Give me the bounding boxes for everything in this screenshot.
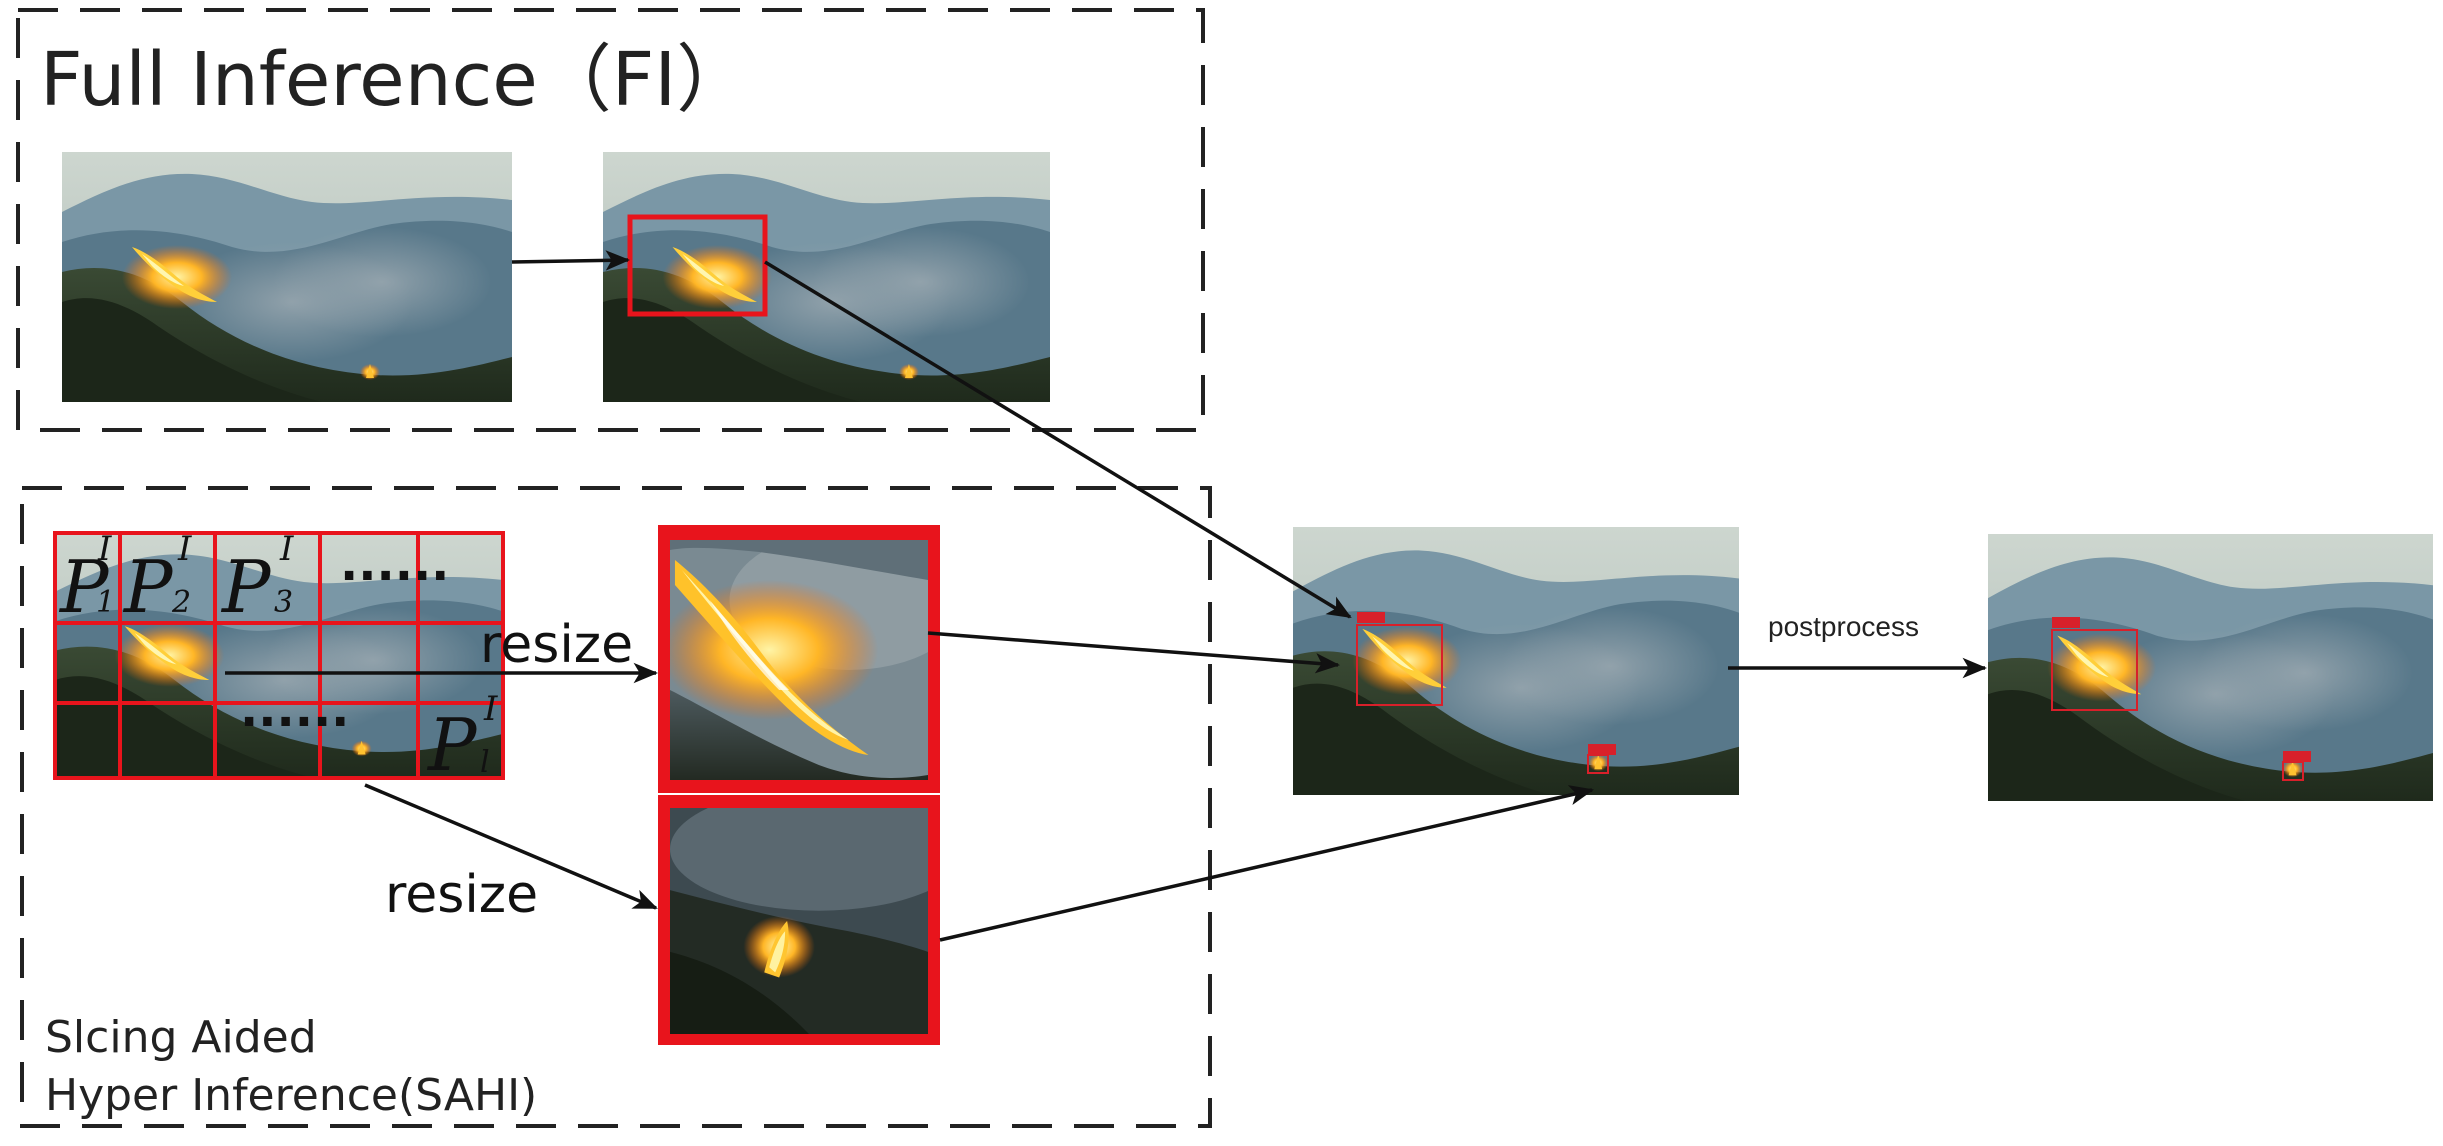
- final-detection-tag-2: [2283, 751, 2311, 762]
- arrow-lower-patch-to-merged: [939, 785, 1594, 942]
- slice-grid: [53, 531, 505, 780]
- patch-ellipsis-top: ······: [340, 548, 449, 604]
- svg-text:P: P: [220, 545, 272, 629]
- svg-text:l: l: [480, 745, 490, 780]
- svg-text:P: P: [122, 545, 174, 629]
- svg-text:1: 1: [96, 585, 115, 620]
- fi-input-image: [62, 152, 512, 402]
- svg-text:P: P: [58, 545, 110, 629]
- merged-detection-tag-1: [1357, 612, 1385, 623]
- final-detection-tag-1: [2052, 617, 2080, 628]
- arrow-slice-lower-resize: [364, 783, 658, 910]
- svg-text:3: 3: [274, 585, 293, 620]
- postprocess-label: postprocess: [1768, 611, 1919, 642]
- fi-section: Full Inference（FI）: [16, 8, 1205, 432]
- final-detection-image: [1988, 534, 2433, 801]
- resize-label-upper: resize: [480, 615, 633, 675]
- svg-text:P: P: [426, 703, 478, 787]
- arrow-upper-patch-to-merged: [927, 631, 1341, 674]
- sahi-title-line1: Slcing Aided: [45, 1012, 317, 1063]
- sahi-section: P I 1 P I 2 P I 3 ······ ······ P I l: [20, 486, 1212, 1128]
- svg-text:I: I: [177, 529, 192, 569]
- patch-ellipsis-bottom: ······: [240, 694, 349, 750]
- resized-patch-upper: [658, 525, 940, 793]
- sahi-sliced-image: P I 1 P I 2 P I 3 ······ ······ P I l: [53, 529, 505, 787]
- fi-dashed-frame: [16, 8, 1205, 432]
- patch-label-1: P I 1: [58, 529, 115, 629]
- merged-detection-tag-2: [1588, 744, 1616, 755]
- merged-detection-box-1: [1356, 624, 1443, 706]
- svg-text:2: 2: [171, 585, 191, 620]
- sahi-title-line2: Hyper Inference(SAHI): [45, 1070, 537, 1121]
- arrow-fi-input-to-detected: [511, 250, 631, 271]
- resize-label-lower: resize: [385, 865, 538, 925]
- resized-patch-lower: [658, 795, 940, 1045]
- arrows: [225, 250, 1988, 942]
- patch-label-2: P I 2: [122, 529, 192, 629]
- final-detection-box-1: [2051, 629, 2138, 711]
- svg-text:I: I: [483, 689, 498, 729]
- fi-title: Full Inference（FI）: [40, 37, 750, 123]
- merged-detection-image: [1293, 527, 1739, 795]
- fi-detected-image: [603, 152, 1050, 402]
- svg-text:I: I: [279, 529, 294, 569]
- patch-label-last: P I l: [426, 689, 498, 787]
- svg-text:I: I: [97, 529, 112, 569]
- patch-label-3: P I 3: [220, 529, 294, 629]
- sahi-dashed-frame: [20, 486, 1212, 1128]
- arrow-fi-to-merged: [764, 260, 1352, 619]
